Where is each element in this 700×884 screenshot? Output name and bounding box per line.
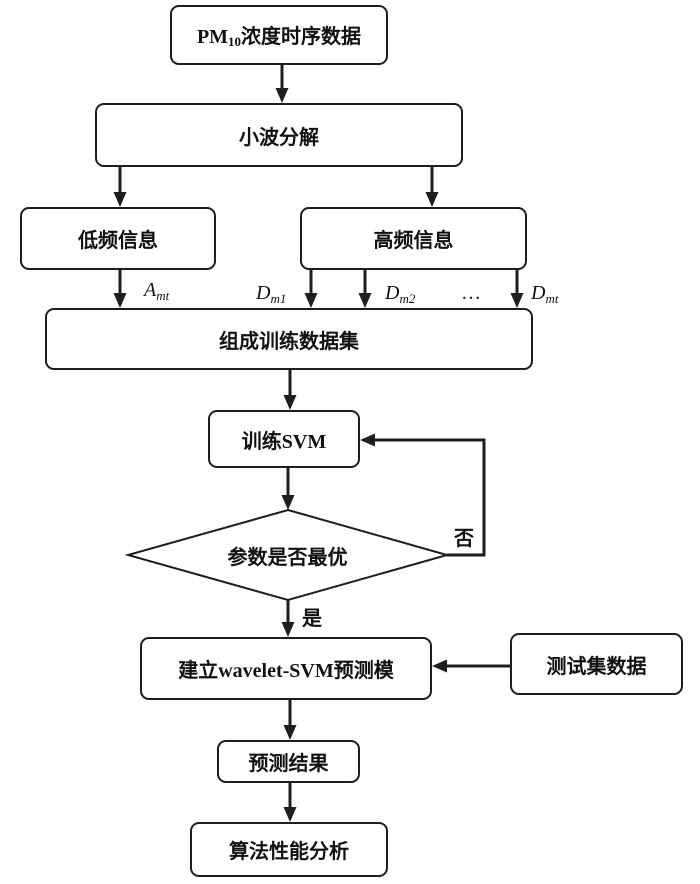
prediction-result-box: 预测结果 [217,740,360,783]
label-yes: 是 [302,608,322,630]
low-frequency-box: 低频信息 [20,207,216,270]
training-set-label: 组成训练数据集 [219,330,359,353]
performance-analysis-box: 算法性能分析 [190,822,388,877]
label-a-mt-base: A [144,279,157,301]
label-d-m2-sub: m2 [399,291,416,306]
label-d-m1-base: D [256,282,271,304]
train-svm-box: 训练SVM [208,410,360,468]
decision-diamond-shape [124,508,451,602]
label-a-mt: Amt [144,278,169,308]
label-d-mt: Dmt [531,281,558,311]
label-no: 否 [454,528,474,550]
performance-analysis-label: 算法性能分析 [229,841,349,863]
test-set-label: 测试集数据 [546,655,647,678]
high-frequency-box: 高频信息 [300,207,527,270]
pm10-series-label: PM10浓度时序数据 [197,20,361,50]
pm10-series-box: PM10浓度时序数据 [170,5,388,65]
prediction-result-label: 预测结果 [248,753,329,775]
pm-subscript: 10 [228,34,242,49]
label-a-mt-sub: mt [156,288,170,303]
parameter-optimal-decision: 参数是否最优 [128,510,447,600]
training-set-box: 组成训练数据集 [45,308,533,370]
label-ellipsis: … [461,282,481,304]
low-frequency-label: 低频信息 [78,230,158,252]
label-d-mt-base: D [531,282,546,304]
pm-text: PM [196,26,229,48]
decision-label: 参数是否最优 [227,546,348,569]
build-model-label: 建立wavelet-SVM预测模 [178,660,394,682]
wavelet-decomposition-box: 小波分解 [95,103,463,167]
label-d-m1-sub: m1 [270,291,287,306]
label-d-mt-sub: mt [545,291,559,306]
series-text: 浓度时序数据 [241,26,362,48]
high-frequency-label: 高频信息 [373,230,454,252]
train-svm-label: 训练SVM [241,430,327,453]
label-d-m2: Dm2 [385,281,415,311]
label-d-m1: Dm1 [256,281,286,311]
label-d-m2-base: D [385,282,400,304]
build-model-box: 建立wavelet-SVM预测模 [140,637,432,700]
test-set-box: 测试集数据 [510,633,683,695]
wavelet-decomposition-label: 小波分解 [239,126,319,149]
arrow-decision-no-loop [360,433,486,557]
